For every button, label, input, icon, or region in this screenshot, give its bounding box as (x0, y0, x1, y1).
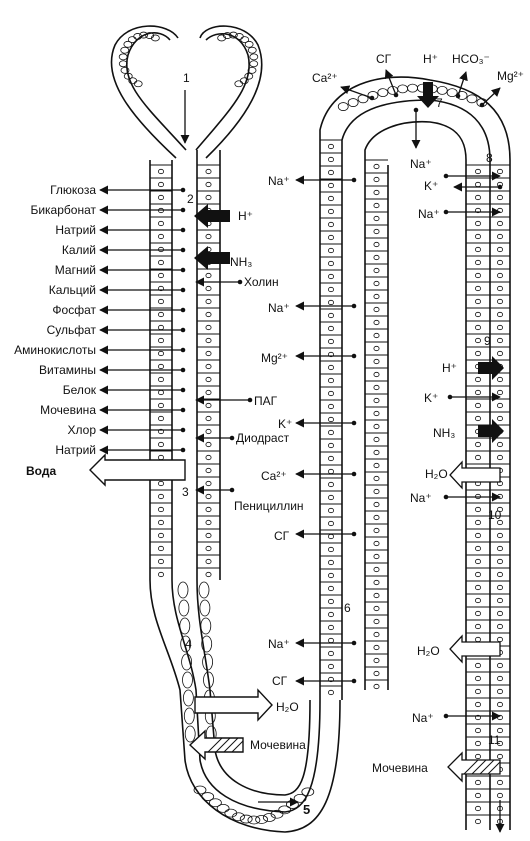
label-sodium: Натрий (55, 223, 96, 237)
label-protein: Белок (63, 383, 97, 397)
label-bicarbonate: Бикарбонат (30, 203, 96, 217)
segment-6: 6 (344, 601, 351, 615)
h2o-out-arrow (194, 688, 273, 722)
label-pag: ПАГ (254, 394, 278, 408)
label-distal-k2: K⁺ (424, 391, 438, 405)
label-distal-h: H⁺ (442, 361, 457, 375)
label-amino-acids: Аминокислоты (14, 343, 96, 357)
water-arrow: Вода (26, 453, 186, 487)
label-sodium-2: Натрий (55, 443, 96, 457)
segment-1: 1 (183, 71, 190, 85)
label-glucose: Глюкоза (50, 183, 96, 197)
label-asc-mg: Mg²⁺ (261, 351, 288, 365)
label-loop-h2o: H₂O (276, 700, 299, 714)
label-water: Вода (26, 464, 56, 478)
label-distal-na2: Na⁺ (410, 491, 432, 505)
label-proximal-h: H⁺ (238, 209, 253, 223)
label-distal-na: Na⁺ (418, 207, 440, 221)
label-distal-nh3: NH₃ (433, 426, 455, 440)
label-coll-h2o: H₂O (417, 644, 440, 658)
segment-11: 11 (488, 733, 501, 747)
segment-10: 10 (488, 508, 502, 522)
label-asc-na-1: Na⁺ (268, 174, 290, 188)
segment-4: 4 (185, 637, 192, 651)
label-distal-h2o: H₂O (425, 467, 448, 481)
label-asc-k: K⁺ (278, 417, 292, 431)
label-asc-na-3: Na⁺ (268, 637, 290, 651)
segment-numbers: 1 2 3 4 5 6 7 8 9 10 11 (182, 71, 502, 817)
label-distal-na-top: Na⁺ (410, 157, 432, 171)
label-proximal-nh3: NH₃ (230, 255, 252, 269)
segment-5: 5 (303, 802, 310, 817)
label-chloride: Хлор (68, 423, 97, 437)
proximal-reabsorption-list: Глюкоза Бикарбонат Натрий Калий Магний К… (14, 183, 186, 457)
tubule-walls (149, 76, 511, 833)
bowman-capsule (110, 25, 263, 159)
proximal-secretion: H⁺ NH₃ Холин ПАГ Диодраст Пенициллин (194, 204, 304, 513)
label-top-ca: Ca²⁺ (312, 71, 338, 85)
segment-7: 7 (436, 96, 443, 110)
label-top-hco3: HCO₃⁻ (452, 52, 490, 66)
ascending-limb-transport: Na⁺ Na⁺ Mg²⁺ K⁺ Ca²⁺ СГ Na⁺ СГ (261, 174, 357, 688)
label-asc-cl-2: СГ (272, 674, 288, 688)
label-magnesium: Магний (55, 263, 96, 277)
label-coll-urea: Мочевина (372, 761, 428, 775)
label-phosphate: Фосфат (52, 303, 96, 317)
macula-densa-transport: Ca²⁺ СГ H⁺ HCO₃⁻ Mg²⁺ (312, 52, 524, 149)
label-penicillin: Пенициллин (234, 499, 304, 513)
h-top-arrow (417, 82, 439, 108)
label-top-h: H⁺ (423, 52, 438, 66)
nh3-secretion-arrow (194, 246, 230, 270)
label-urea: Мочевина (40, 403, 96, 417)
label-cholin: Холин (244, 275, 279, 289)
label-distal-k: K⁺ (424, 179, 438, 193)
distal-upper-transport: Na⁺ K⁺ Na⁺ (410, 157, 503, 221)
label-top-mg: Mg²⁺ (497, 69, 524, 83)
collecting-duct-transport: H₂O Na⁺ Мочевина (372, 634, 505, 833)
label-calcium: Кальций (49, 283, 96, 297)
loop-descending: H₂O Мочевина (188, 688, 306, 761)
label-potassium: Калий (62, 243, 96, 257)
label-top-cl: СГ (376, 52, 392, 66)
segment-8: 8 (486, 151, 493, 165)
label-diodrast: Диодраст (236, 431, 290, 445)
label-vitamins: Витамины (39, 363, 96, 377)
label-coll-na: Na⁺ (412, 711, 434, 725)
label-asc-cl: СГ (274, 529, 290, 543)
segment-2: 2 (187, 192, 194, 206)
label-asc-na-2: Na⁺ (268, 301, 290, 315)
label-asc-ca: Ca²⁺ (261, 469, 287, 483)
segment-9: 9 (484, 334, 491, 348)
label-sulfate: Сульфат (47, 323, 97, 337)
distal-mid-transport: H⁺ K⁺ NH₃ H₂O Na⁺ (410, 356, 504, 505)
h-secretion-arrow (194, 204, 230, 228)
label-loop-urea: Мочевина (250, 738, 306, 752)
segment-3: 3 (182, 485, 189, 499)
